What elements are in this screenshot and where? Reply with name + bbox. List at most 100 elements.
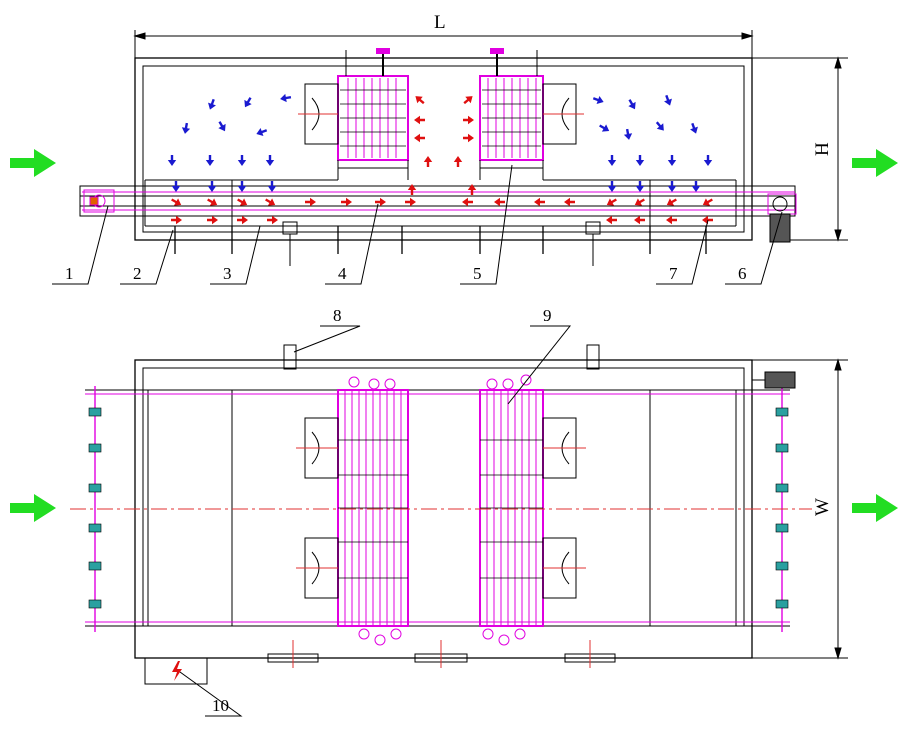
airflow-arrow [623, 128, 633, 140]
airflow-arrow [634, 198, 645, 206]
airflow-arrow [207, 181, 217, 192]
airflow-arrow [267, 215, 278, 225]
airflow-arrow [666, 198, 677, 206]
side-view [79, 48, 797, 266]
callout-6: 6 [738, 264, 747, 283]
height-label: H [812, 142, 833, 156]
airflow-arrow [703, 155, 713, 166]
electric-hazard-icon [172, 661, 182, 681]
outfeed-motor [752, 371, 796, 389]
coil-block-left [337, 376, 409, 646]
airflow-arrow [534, 197, 545, 207]
conveyor-chain [82, 191, 795, 211]
airflow-arrow [237, 198, 248, 206]
sprocket [88, 599, 102, 609]
sprocket [775, 407, 789, 417]
callout-9: 9 [543, 306, 552, 325]
sprocket [88, 483, 102, 493]
airflow-arrow [462, 197, 473, 207]
airflow-arrow [267, 181, 277, 192]
airflow-arrow [237, 215, 248, 225]
callout-3: 3 [223, 264, 232, 283]
airflow-arrow [606, 215, 617, 225]
airflow-arrow [467, 184, 477, 195]
sprocket [88, 407, 102, 417]
infeed-drive [83, 189, 115, 213]
airflow-arrow [607, 181, 617, 192]
coil-block-right [479, 374, 544, 646]
airflow-arrow [667, 181, 677, 192]
airflow-arrow [702, 198, 713, 206]
airflow-arrow [375, 197, 386, 207]
width-label: W [812, 498, 833, 516]
callout-4: 4 [338, 264, 347, 283]
airflow-arrow [171, 198, 182, 206]
airflow-arrow [244, 97, 252, 108]
callout-8: 8 [333, 306, 342, 325]
airflow-arrow [181, 122, 191, 134]
airflow-arrow [208, 98, 216, 110]
airflow-arrow [664, 94, 672, 106]
airflow-arrow [634, 215, 645, 225]
evaporator-right [479, 48, 544, 180]
outfeed-drive [767, 193, 797, 243]
airflow-arrow [655, 121, 664, 131]
airflow-arrow [666, 215, 677, 225]
airflow-arrow [423, 156, 433, 167]
airflow-arrow [265, 198, 276, 206]
airflow-arrow [564, 197, 575, 207]
airflow-arrow [599, 124, 610, 132]
callout-5: 5 [473, 264, 482, 283]
airflow-arrow [606, 198, 617, 206]
airflow-arrow [415, 96, 425, 105]
airflow-arrow [407, 184, 417, 195]
airflow-arrow [218, 121, 226, 132]
airflow-arrow [635, 181, 645, 192]
airflow-arrows [167, 93, 713, 225]
airflow-arrow [205, 155, 215, 166]
callout-10: 10 [212, 696, 229, 715]
dimension-width [752, 358, 848, 660]
plan-view [70, 344, 812, 685]
callout-leaders [52, 164, 783, 717]
electrical-control-box [144, 657, 208, 685]
sprocket [775, 443, 789, 453]
inspection-ports [283, 344, 600, 370]
airflow-arrow [207, 198, 218, 206]
fan-units-side [298, 83, 584, 145]
airflow-arrow [237, 181, 247, 192]
sprocket [88, 561, 102, 571]
conveyor-frame [79, 179, 796, 227]
sprocket [775, 561, 789, 571]
airflow-arrow [167, 155, 177, 166]
airflow-arrow [414, 133, 425, 143]
airflow-arrow [607, 155, 617, 166]
dimension-height [752, 56, 848, 242]
airflow-arrow [592, 96, 604, 104]
airflow-arrow [494, 197, 505, 207]
airflow-arrow [341, 197, 352, 207]
callout-7: 7 [669, 264, 678, 283]
airflow-arrow [305, 197, 316, 207]
evaporator-left [337, 48, 409, 180]
airflow-arrow [463, 96, 473, 105]
sprocket [775, 599, 789, 609]
airflow-arrow [265, 155, 275, 166]
sprockets [88, 407, 789, 609]
airflow-arrow [628, 99, 636, 110]
support-legs [174, 226, 707, 254]
dimension-length [133, 30, 754, 58]
airflow-arrow [635, 155, 645, 166]
callout-labels: 1 2 3 4 5 6 7 8 9 10 [65, 264, 747, 715]
airflow-arrow [691, 181, 701, 192]
leveling-feet [282, 221, 601, 266]
flow-direction-arrow [10, 149, 898, 522]
length-label: L [434, 12, 446, 33]
airflow-arrow [207, 215, 218, 225]
sprocket [775, 523, 789, 533]
airflow-arrow [171, 181, 181, 192]
callout-1: 1 [65, 264, 74, 283]
airflow-arrow [463, 133, 474, 143]
callout-2: 2 [133, 264, 142, 283]
